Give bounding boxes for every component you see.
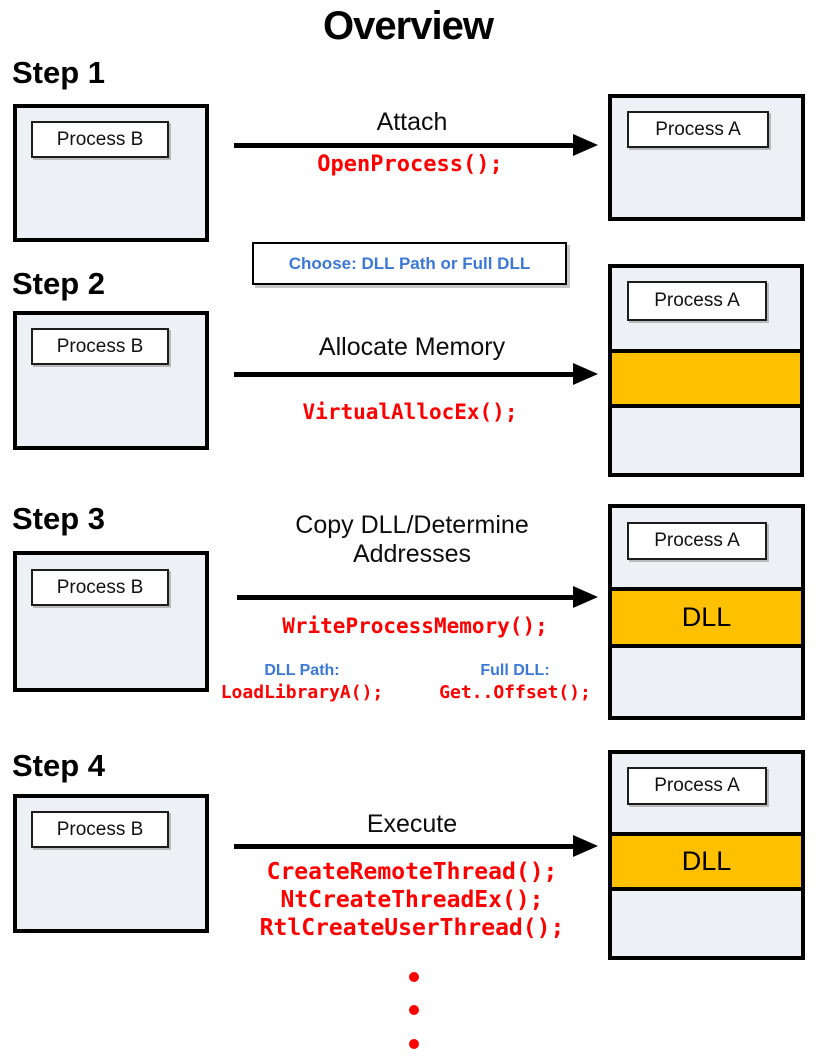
step3-option-dll-path-title: DLL Path: <box>264 662 340 679</box>
step3-api-call: WriteProcessMemory(); <box>282 614 548 638</box>
step2-process-b-box: Process B <box>13 311 209 450</box>
step2-heading: Step 2 <box>12 266 106 301</box>
step1-process-b-box: Process B <box>13 104 209 242</box>
ellipsis-dot-3 <box>409 1039 419 1049</box>
step4-process-a-top-segment: Process A <box>612 754 801 836</box>
step4-api-calls: CreateRemoteThread(); NtCreateThreadEx()… <box>227 858 597 942</box>
step2-process-b-label-box: Process B <box>31 328 169 365</box>
step4-arrow-head-icon <box>573 835 598 857</box>
step1-api-call: OpenProcess(); <box>317 152 503 177</box>
step2-process-a-box: Process A <box>608 264 804 477</box>
step3-action-label: Copy DLL/Determine Addresses <box>295 511 529 568</box>
step3-option-dll-path-api: LoadLibraryA(); <box>220 682 384 703</box>
step3-dll-label: DLL <box>681 602 732 632</box>
step4-process-b-box: Process B <box>13 794 209 933</box>
step3-option-full-dll-api: Get..Offset(); <box>439 682 591 703</box>
step1-arrow-line <box>234 143 574 148</box>
step1-process-b-label: Process B <box>56 128 144 150</box>
step2-process-b-label: Process B <box>56 335 144 357</box>
step2-arrow-line <box>234 372 574 377</box>
step4-api-call-3: RtlCreateUserThread(); <box>259 915 565 941</box>
step3-heading: Step 3 <box>12 501 106 536</box>
step3-process-b-box: Process B <box>13 551 209 692</box>
step2-arrow-head-icon <box>573 363 598 385</box>
step4-heading: Step 4 <box>12 748 106 783</box>
step4-dll-memory-segment: DLL <box>612 836 801 891</box>
step1-action-label: Attach <box>376 108 448 136</box>
step4-action-label: Execute <box>366 810 458 838</box>
ellipsis-dot-1 <box>409 972 419 982</box>
step4-dll-label: DLL <box>681 846 732 876</box>
step4-process-a-label: Process A <box>654 775 740 796</box>
step1-process-a-label-box: Process A <box>627 111 769 148</box>
step3-dll-memory-segment: DLL <box>612 591 801 648</box>
ellipsis-dot-2 <box>409 1005 419 1015</box>
step3-arrow-head-icon <box>573 586 598 608</box>
step4-process-a-bottom-segment <box>612 891 801 956</box>
step3-process-a-label: Process A <box>654 530 740 551</box>
step3-option-dll-path: DLL Path: LoadLibraryA(); <box>212 660 392 705</box>
step4-process-b-label-box: Process B <box>31 811 169 848</box>
step3-option-full-dll-title: Full DLL: <box>480 662 550 679</box>
step4-process-a-label-box: Process A <box>627 767 767 805</box>
step3-process-a-top-segment: Process A <box>612 508 801 591</box>
step3-process-a-label-box: Process A <box>627 522 767 560</box>
step4-process-a-box: Process A DLL <box>608 750 805 960</box>
step4-process-b-label: Process B <box>56 818 144 840</box>
step3-process-b-label-box: Process B <box>31 569 169 606</box>
choose-note-text: Choose: DLL Path or Full DLL <box>288 253 531 273</box>
step4-api-call-1: CreateRemoteThread(); <box>266 859 558 885</box>
step3-option-full-dll: Full DLL: Get..Offset(); <box>425 660 605 705</box>
step1-process-a-label: Process A <box>655 118 741 140</box>
step1-heading: Step 1 <box>12 55 106 90</box>
step2-process-a-bottom-segment <box>612 408 800 473</box>
step2-api-call: VirtualAllocEx(); <box>302 400 518 424</box>
step2-action-label: Allocate Memory <box>318 333 506 361</box>
step2-allocated-memory-segment <box>612 353 800 408</box>
step4-arrow-line <box>234 844 574 849</box>
step3-process-a-box: Process A DLL <box>608 504 805 720</box>
step2-process-a-label: Process A <box>654 290 740 311</box>
step3-process-b-label: Process B <box>56 576 144 598</box>
step4-api-call-2: NtCreateThreadEx(); <box>280 887 544 913</box>
step3-arrow-line <box>237 595 574 600</box>
choose-note-box: Choose: DLL Path or Full DLL <box>252 242 567 285</box>
step1-arrow-head-icon <box>573 134 598 156</box>
step3-process-a-bottom-segment <box>612 648 801 716</box>
step1-process-a-box: Process A <box>608 94 805 221</box>
page-title: Overview <box>323 4 494 48</box>
step2-process-a-label-box: Process A <box>627 281 767 321</box>
step1-process-b-label-box: Process B <box>31 121 169 158</box>
step2-process-a-top-segment: Process A <box>612 268 800 353</box>
